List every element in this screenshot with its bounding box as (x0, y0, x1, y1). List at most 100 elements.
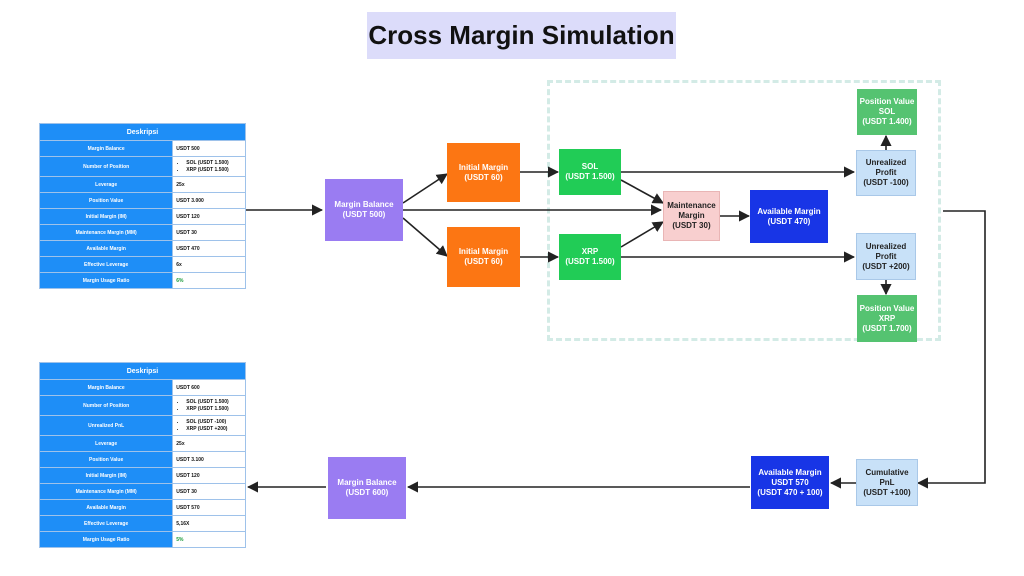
initial-margin-xrp-box: Initial Margin(USDT 60) (447, 227, 520, 287)
list-item: XRP (USDT 1.500) (186, 167, 242, 174)
xrp-position-box: XRP(USDT 1.500) (559, 234, 621, 280)
list-item: SOL (USDT -100) (186, 419, 242, 426)
row-value: 5% (172, 531, 246, 548)
table-row: Number of PositionSOL (USDT 1.500)XRP (U… (38, 395, 246, 416)
row-value: USDT 30 (172, 224, 246, 241)
row-label-maintenance-margin-mm: Maintenance Margin (MM) (38, 224, 174, 241)
row-label-position-value: Position Value (38, 192, 174, 209)
row-value: USDT 470 (172, 240, 246, 257)
box-line: Profit (875, 168, 897, 177)
list-item: XRP (USDT +200) (186, 426, 242, 433)
row-value: 25x (172, 435, 246, 452)
row-label-available-margin: Available Margin (38, 240, 174, 257)
initial-margin-sol-box: Initial Margin(USDT 60) (447, 143, 520, 202)
box-line: (USDT 1.400) (862, 117, 912, 126)
table-row: Maintenance Margin (MM)USDT 30 (38, 483, 246, 500)
row-label-leverage: Leverage (38, 176, 174, 193)
box-line: (USDT +200) (862, 261, 910, 271)
box-line: Profit (875, 251, 897, 261)
box-line: (USDT 1.500) (565, 257, 615, 266)
row-value-list: SOL (USDT -100)XRP (USDT +200) (172, 415, 246, 436)
row-value: USDT 600 (172, 379, 246, 396)
box-line: (USDT 60) (464, 172, 503, 182)
table-row: Maintenance Margin (MM)USDT 30 (38, 224, 246, 241)
row-label-initial-margin-im: Initial Margin (IM) (38, 467, 174, 484)
row-label-number-of-position: Number of Position (38, 156, 174, 177)
list-item: SOL (USDT 1.500) (186, 160, 242, 167)
table-header: Deskripsi (39, 362, 246, 380)
row-label-margin-usage-ratio: Margin Usage Ratio (38, 531, 174, 548)
margin-balance-result-box: Margin Balance(USDT 600) (328, 457, 406, 519)
row-value: USDT 3.000 (172, 192, 246, 209)
box-line: SOL (878, 107, 896, 116)
row-value: 5,16X (172, 515, 246, 532)
margin-balance-box: Margin Balance(USDT 500) (325, 179, 403, 241)
box-line: (USDT 30) (672, 221, 711, 230)
box-line: XRP (878, 313, 896, 323)
row-label-effective-leverage: Effective Leverage (38, 515, 174, 532)
box-line: Position Value (859, 303, 915, 313)
row-value: 25x (172, 176, 246, 193)
row-label-number-of-position: Number of Position (38, 395, 174, 416)
row-value: USDT 570 (172, 499, 246, 516)
arrow-balance-to-im-sol (402, 173, 448, 204)
row-label-position-value: Position Value (38, 451, 174, 468)
row-value: 6% (172, 272, 246, 289)
available-margin-box: Available Margin(USDT 470) (750, 190, 828, 243)
box-line: (USDT 470) (767, 216, 811, 226)
box-line: Cumulative (865, 467, 909, 477)
box-line: (USDT 500) (342, 210, 386, 219)
arrow-group-to-cumulative (916, 210, 986, 489)
row-label-effective-leverage: Effective Leverage (38, 256, 174, 273)
arrow-balance-to-im-xrp (402, 217, 448, 257)
box-line: XRP (581, 247, 599, 256)
sol-position-box: SOL(USDT 1.500) (559, 149, 621, 195)
box-line: (USDT 1.500) (565, 172, 615, 181)
table-row: Unrealized PnLSOL (USDT -100)XRP (USDT +… (38, 415, 246, 436)
row-label-initial-margin-im: Initial Margin (IM) (38, 208, 174, 225)
box-line: Unrealized (865, 158, 907, 167)
row-value: USDT 120 (172, 208, 246, 225)
table-row: Number of PositionSOL (USDT 1.500)XRP (U… (38, 156, 246, 177)
table-header: Deskripsi (39, 123, 246, 141)
box-line: Position Value (859, 97, 915, 106)
table-row: Initial Margin (IM)USDT 120 (38, 208, 246, 225)
box-line: Margin (678, 211, 705, 220)
box-line: Initial Margin (458, 162, 509, 172)
row-label-available-margin: Available Margin (38, 499, 174, 516)
row-value-list: SOL (USDT 1.500)XRP (USDT 1.500) (172, 156, 246, 177)
row-label-margin-usage-ratio: Margin Usage Ratio (38, 272, 174, 289)
row-value: USDT 500 (172, 140, 246, 157)
box-line: (USDT -100) (863, 178, 909, 187)
arrow-xrp-to-mm (620, 221, 664, 248)
box-line: PnL (879, 477, 895, 487)
box-line: (USDT 60) (464, 257, 503, 266)
row-label-leverage: Leverage (38, 435, 174, 452)
arrow-sol-to-mm (620, 179, 664, 204)
row-label-unrealized-pnl: Unrealized PnL (38, 415, 174, 436)
box-line: Margin Balance (334, 200, 394, 209)
row-value: 6x (172, 256, 246, 273)
box-line: USDT 570 (771, 477, 809, 487)
row-value: USDT 30 (172, 483, 246, 500)
box-line: Initial Margin (458, 247, 509, 256)
row-label-margin-balance: Margin Balance (38, 140, 174, 157)
